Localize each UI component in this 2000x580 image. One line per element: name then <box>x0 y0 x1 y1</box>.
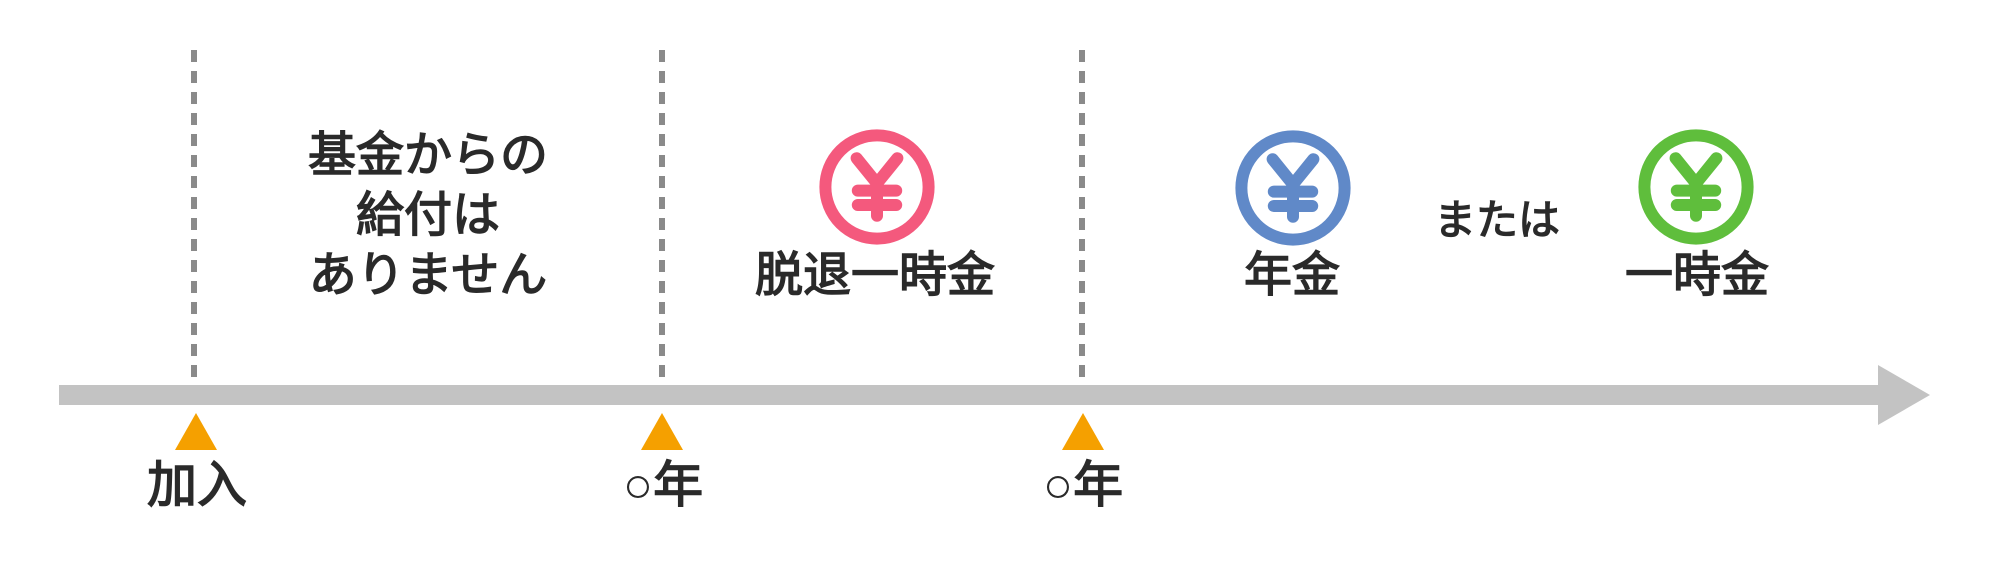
no-benefit-line-2: 給付は <box>355 189 501 242</box>
pension-label: 年金 <box>1243 249 1341 302</box>
withdrawal-lump-sum-label: 脱退一時金 <box>754 249 996 302</box>
lump-sum-label: 一時金 <box>1624 249 1770 302</box>
marker-triangle-icon <box>641 413 683 450</box>
dashed-boundary-year2 <box>1079 50 1085 385</box>
marker-triangle-icon <box>1062 413 1104 450</box>
marker-label-year1: ○年 <box>622 457 704 513</box>
yen-circle-icon <box>1638 129 1754 245</box>
no-benefit-line-1: 基金からの <box>307 129 549 182</box>
marker-label-year2: ○年 <box>1042 457 1124 513</box>
no-benefit-text: 基金からの 給付は ありません <box>308 126 548 306</box>
marker-label-join: 加入 <box>147 457 247 513</box>
or-label: または <box>1433 196 1561 244</box>
timeline-axis <box>59 385 1878 405</box>
dashed-boundary-join <box>191 50 197 385</box>
no-benefit-line-3: ありません <box>308 249 548 302</box>
yen-circle-icon <box>1235 130 1351 246</box>
marker-triangle-icon <box>175 413 217 450</box>
timeline-arrowhead-icon <box>1878 365 1930 425</box>
yen-circle-icon <box>819 129 935 245</box>
dashed-boundary-year1 <box>659 50 665 385</box>
